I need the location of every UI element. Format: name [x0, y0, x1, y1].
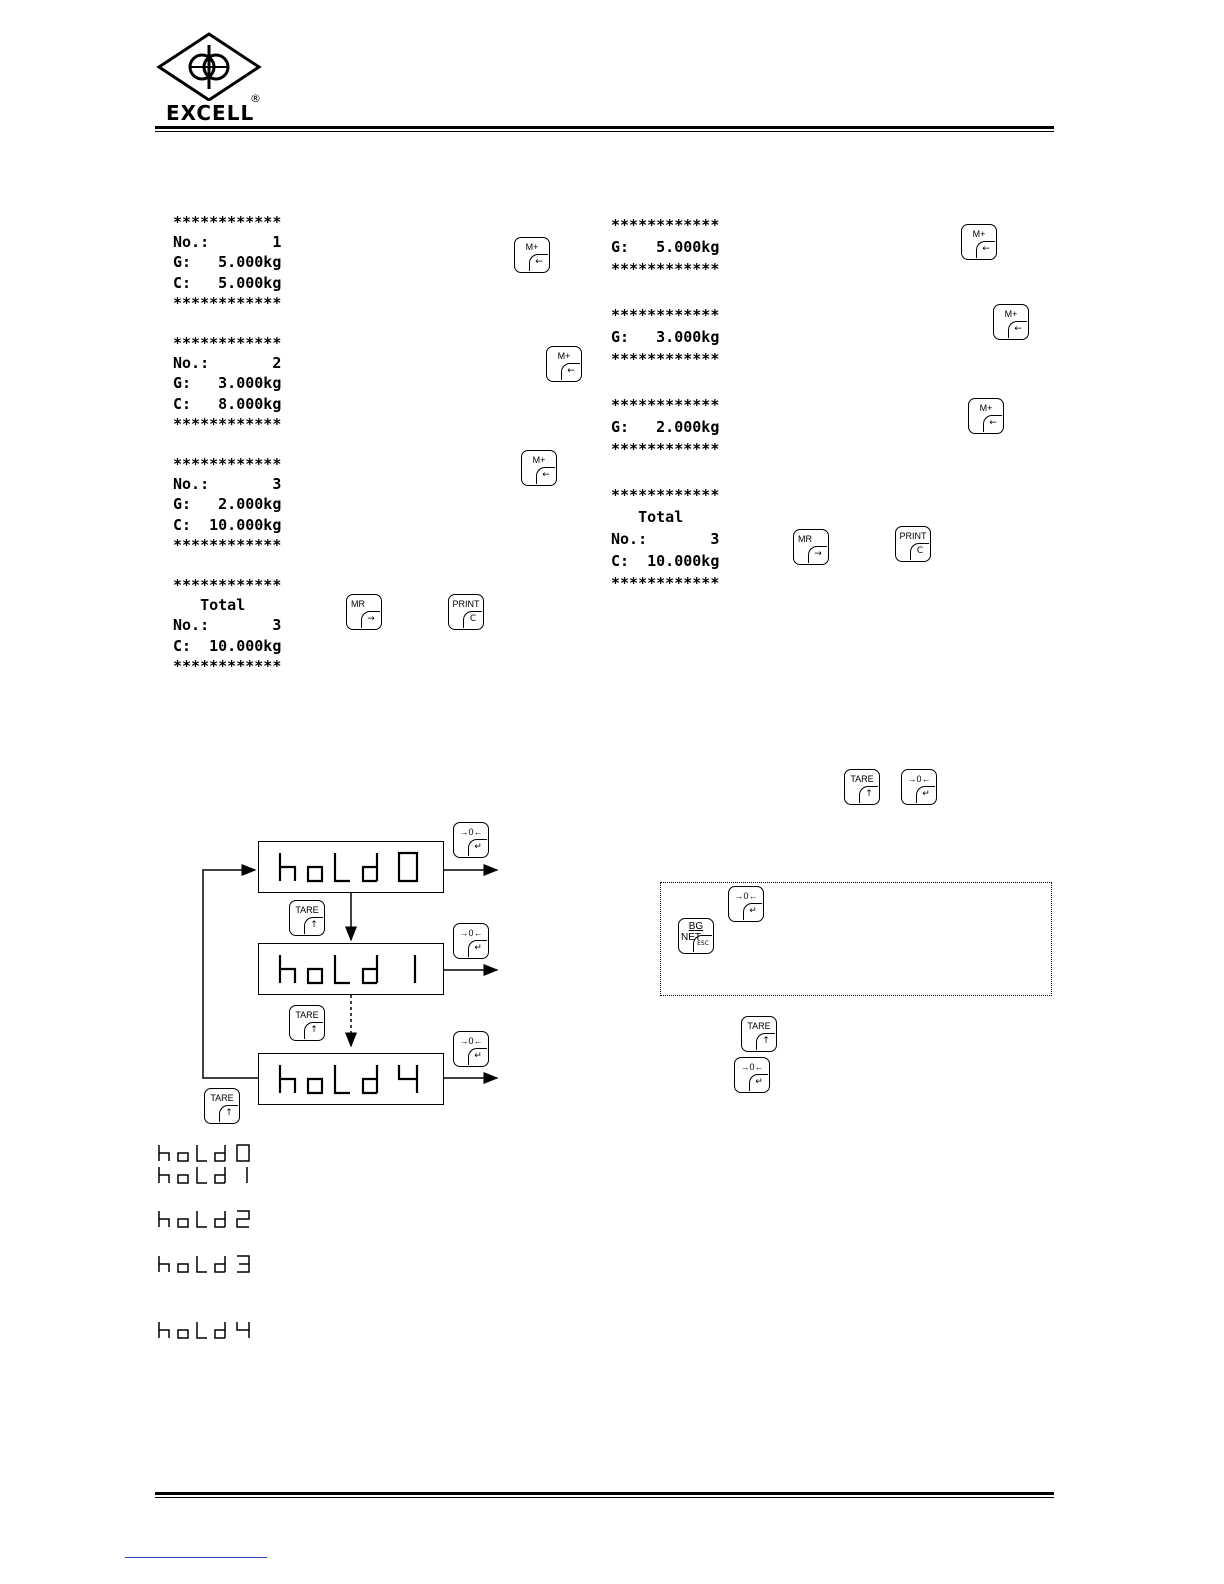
tare-key: TARE ↑ [204, 1088, 240, 1124]
excell-logo [156, 32, 262, 101]
receipt-accum-3: ************ No.: 3 G: 2.000kg C: 10.000… [173, 455, 282, 554]
arrow-left-icon: ← [1008, 321, 1027, 338]
hold-2-label [158, 1210, 250, 1228]
arrow-left-icon: ← [561, 363, 580, 380]
receipt-accum-1: ************ No.: 1 G: 5.000kg C: 5.000k… [173, 213, 282, 312]
zero-key: →0← ↵ [453, 1031, 489, 1067]
hold-display-0 [258, 841, 444, 893]
note-box [660, 882, 1052, 996]
zero-icon: →0← [734, 891, 758, 901]
mr-key: MR → [793, 529, 829, 565]
zero-key: →0← ↵ [728, 886, 764, 922]
zero-icon: →0← [459, 827, 483, 837]
print-key: PRINT C [895, 526, 931, 562]
m-plus-key: M+ ← [961, 224, 997, 260]
bg-net-key: BG NET ESC [678, 918, 714, 954]
seven-segment-hold-0 [278, 851, 419, 883]
zero-key: →0← ↵ [734, 1057, 770, 1093]
receipt-item-3: ************ G: 2.000kg ************ [611, 396, 720, 458]
zero-key: →0← ↵ [453, 923, 489, 959]
zero-icon: →0← [459, 1036, 483, 1046]
hold-flow-connectors [202, 864, 499, 1084]
tare-key: TARE ↑ [289, 900, 325, 936]
arrow-up-icon: ↑ [304, 917, 323, 934]
header-rule-thin [155, 131, 1054, 132]
hold-3-label [158, 1255, 250, 1273]
enter-icon: ↵ [468, 839, 487, 856]
hold-0-label [158, 1144, 250, 1162]
enter-icon: ↵ [916, 786, 935, 803]
hold-display-1 [258, 943, 444, 995]
header-rule [155, 126, 1054, 129]
receipt-accum-2: ************ No.: 2 G: 3.000kg C: 8.000k… [173, 334, 282, 433]
m-plus-key: M+ ← [546, 346, 582, 382]
m-plus-key: M+ ← [968, 398, 1004, 434]
receipt-item-2: ************ G: 3.000kg ************ [611, 306, 720, 368]
arrow-right-icon: → [808, 546, 827, 563]
zero-key: →0← ↵ [901, 769, 937, 805]
hold-4-label [158, 1322, 250, 1339]
arrow-up-icon: ↑ [756, 1033, 775, 1050]
receipt-total-right: ************ Total No.: 3 C: 10.000kg **… [611, 486, 720, 592]
m-plus-key: M+ ← [993, 304, 1029, 340]
print-key: PRINT C [448, 594, 484, 630]
arrow-up-icon: ↑ [859, 786, 878, 803]
arrow-up-icon: ↑ [219, 1105, 238, 1122]
m-plus-key: M+ ← [514, 237, 550, 273]
mr-key: MR → [346, 594, 382, 630]
arrow-up-icon: ↑ [304, 1022, 323, 1039]
arrow-right-icon: → [361, 611, 380, 628]
tare-key: TARE ↑ [289, 1005, 325, 1041]
footer-rule-thin [155, 1497, 1054, 1498]
seven-segment-hold-1 [278, 955, 417, 985]
footer-link-underline [125, 1557, 267, 1558]
arrow-left-icon: ← [983, 415, 1002, 432]
enter-icon: ↵ [468, 1048, 487, 1065]
m-plus-key: M+ ← [521, 450, 557, 486]
arrow-left-icon: ← [976, 241, 995, 258]
hold-1-label [158, 1167, 248, 1184]
tare-key: TARE ↑ [844, 769, 880, 805]
hold-display-4 [258, 1053, 444, 1105]
enter-icon: ↵ [749, 1074, 768, 1091]
brand-name: EXCELL [166, 101, 255, 125]
arrow-left-icon: ← [529, 254, 548, 271]
zero-icon: →0← [740, 1062, 764, 1072]
receipt-item-1: ************ G: 5.000kg ************ [611, 216, 720, 278]
footer-rule [155, 1492, 1054, 1495]
zero-icon: →0← [907, 774, 931, 784]
zero-key: →0← ↵ [453, 822, 489, 858]
enter-icon: ↵ [468, 940, 487, 957]
enter-icon: ↵ [743, 903, 762, 920]
registered-mark: ® [250, 92, 261, 105]
receipt-total-left: ************ Total No.: 3 C: 10.000kg **… [173, 576, 282, 675]
tare-key: TARE ↑ [741, 1016, 777, 1052]
seven-segment-hold-4 [278, 1065, 419, 1095]
arrow-left-icon: ← [536, 467, 555, 484]
zero-icon: →0← [459, 928, 483, 938]
